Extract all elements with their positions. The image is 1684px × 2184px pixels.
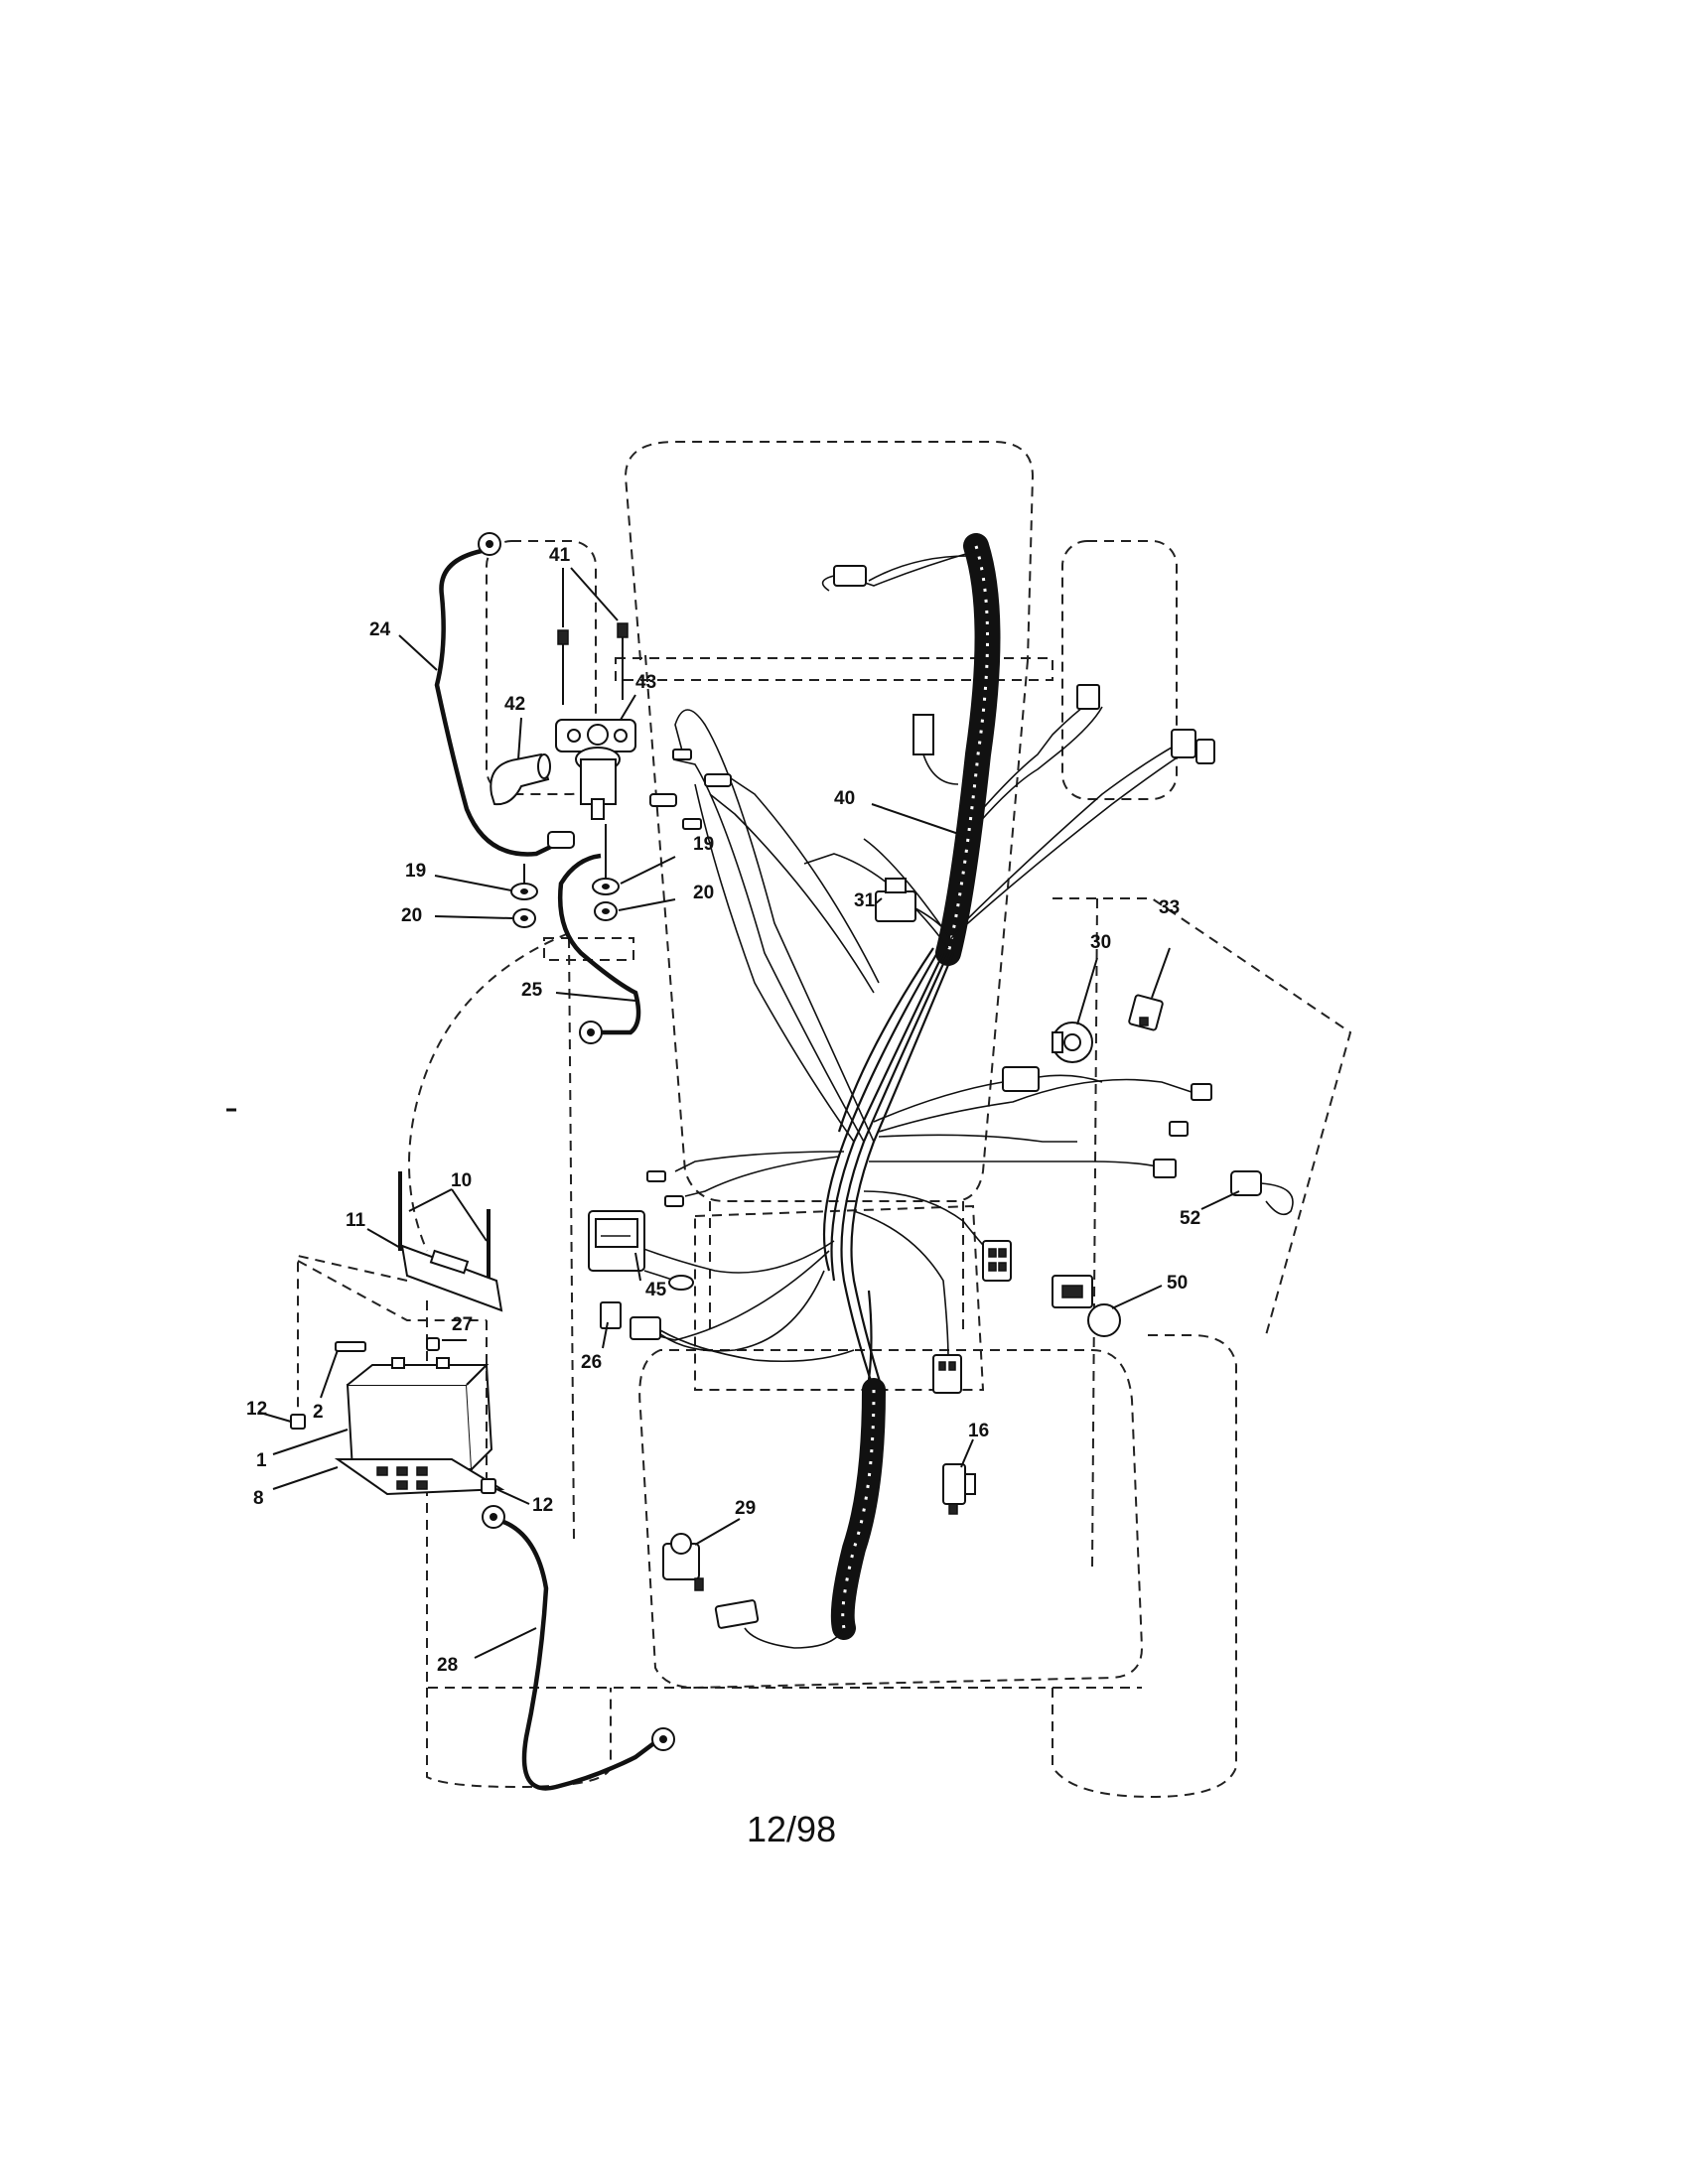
- switch-50: [1052, 1275, 1121, 1337]
- washer-19-right: [592, 878, 620, 895]
- connector-plug-b: [932, 1354, 962, 1394]
- callout-2: 2: [313, 1402, 324, 1423]
- fuse-holder-52: [1230, 1170, 1294, 1216]
- ammeter-45: [588, 1210, 694, 1291]
- screws-41: [557, 622, 629, 705]
- holddown-11: [400, 1244, 503, 1312]
- nut-12-right: [481, 1478, 496, 1494]
- cable-28: [482, 1505, 675, 1791]
- callout-labels: 24 41 42 43 19 20 19 20 25 40 31 33 30 1…: [246, 545, 1200, 1676]
- callout-20-left: 20: [401, 905, 422, 926]
- seat-switch-connector: [714, 1599, 760, 1629]
- callout-12-right: 12: [532, 1495, 553, 1516]
- connector-plug-a: [982, 1240, 1012, 1282]
- connector-right-b: [1169, 1121, 1189, 1137]
- callout-24: 24: [369, 619, 391, 640]
- callout-41: 41: [549, 545, 571, 566]
- tray-8: [334, 1458, 505, 1496]
- callout-52: 52: [1180, 1208, 1200, 1229]
- washer-19-left: [510, 883, 538, 900]
- nut-20-left: [512, 908, 536, 928]
- callout-26: 26: [581, 1352, 602, 1373]
- connector-right-c: [1153, 1159, 1177, 1178]
- bolt-2: [335, 1341, 366, 1352]
- callout-30: 30: [1090, 932, 1111, 953]
- callout-43: 43: [635, 672, 656, 693]
- callout-16: 16: [968, 1421, 989, 1441]
- main-harness-40: [634, 533, 1193, 1396]
- callout-33: 33: [1159, 897, 1180, 918]
- battery-1: [346, 1357, 493, 1470]
- callout-25: 25: [521, 980, 543, 1001]
- solenoid-43: [555, 719, 636, 820]
- boot-42: [490, 752, 551, 806]
- connector-right-upper: [1076, 684, 1100, 710]
- callout-20-right: 20: [693, 883, 714, 903]
- relay-31: [875, 878, 944, 929]
- callout-42: 42: [504, 694, 525, 715]
- callout-19-left: 19: [405, 861, 426, 882]
- callout-31: 31: [854, 890, 876, 911]
- terminals-left: [646, 749, 732, 1207]
- switch-33: [1128, 994, 1164, 1031]
- connector-26: [600, 1301, 855, 1363]
- callout-1: 1: [256, 1450, 267, 1471]
- callout-29: 29: [735, 1498, 756, 1519]
- callout-12-left: 12: [246, 1399, 267, 1420]
- connector-top: [821, 565, 867, 592]
- callout-28: 28: [437, 1655, 458, 1676]
- nut-20-right: [594, 901, 618, 921]
- tractor-outline: [408, 441, 1352, 1799]
- ignition-switch-30: [1052, 1022, 1093, 1063]
- coil-cord: [744, 1378, 886, 1649]
- bolt-27: [426, 1337, 467, 1351]
- connector-30: [1002, 1066, 1103, 1092]
- cable-25: [558, 853, 641, 1044]
- connector-mid: [912, 714, 959, 785]
- diagram-date: 12/98: [747, 1809, 836, 1849]
- callout-8: 8: [253, 1488, 264, 1509]
- connector-right-plug: [1171, 729, 1215, 764]
- switch-16: [942, 1463, 976, 1515]
- leader-lines: [259, 567, 1240, 1659]
- battery-cable-24: [434, 532, 575, 857]
- callout-11: 11: [346, 1210, 366, 1231]
- callout-40: 40: [834, 788, 855, 809]
- callout-45: 45: [645, 1280, 667, 1300]
- nut-12-left: [290, 1414, 306, 1430]
- callout-10: 10: [451, 1170, 472, 1191]
- callout-50: 50: [1167, 1273, 1188, 1294]
- callout-27: 27: [452, 1314, 473, 1335]
- connector-right-a: [1191, 1083, 1212, 1101]
- seat-switch-29: [662, 1533, 704, 1591]
- callout-19-right: 19: [693, 834, 714, 855]
